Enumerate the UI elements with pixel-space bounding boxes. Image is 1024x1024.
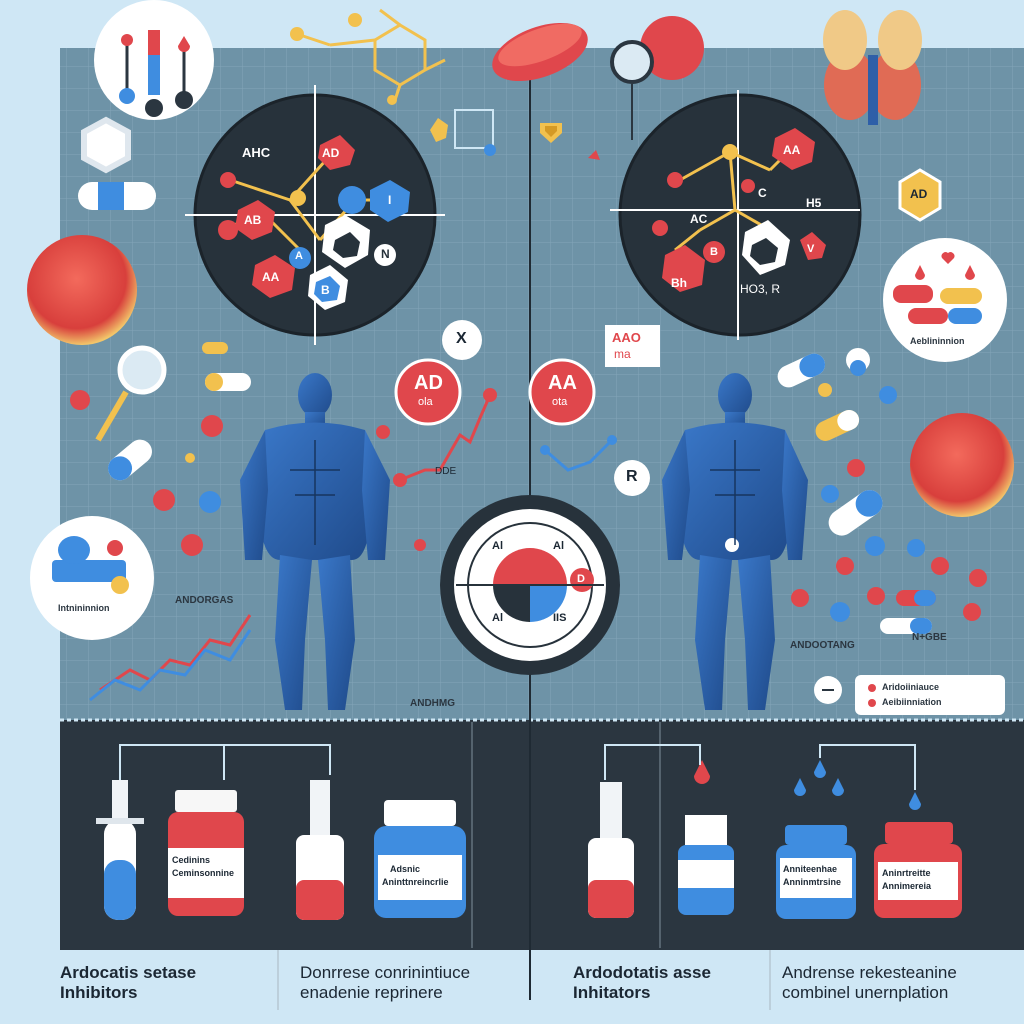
circle-label: B [321, 283, 330, 297]
circle-label: O [724, 145, 734, 159]
syringe-icon [96, 780, 144, 920]
bottle-icon [168, 790, 244, 916]
circle-label: AHC [242, 145, 271, 160]
circle-label: V [807, 243, 815, 255]
magnifier-icon [610, 16, 704, 140]
legend-line-1: Aridoiiniauce [882, 682, 940, 692]
pill-icon [70, 342, 251, 556]
right-note: R [626, 468, 638, 485]
circle-label: AA [262, 270, 280, 284]
circle-label: A [295, 250, 303, 262]
circle-label: AA [783, 143, 801, 157]
right-callout-label: Aeblininnion [910, 336, 965, 346]
circle-label: AC [690, 212, 708, 226]
right-badge-sub: ota [552, 396, 568, 408]
legend-line-2: Aeibiinniation [882, 697, 942, 707]
hexagon-icon [898, 168, 942, 222]
gauge-label: Al [492, 540, 503, 552]
droplet-icon [694, 760, 710, 784]
circle-label: AD [322, 146, 340, 160]
bottle-label: Aninrtreitte [882, 868, 931, 878]
gauge-label: IIS [553, 612, 567, 624]
caption-1-line-1: Ardocatis setase [60, 963, 197, 982]
circle-label: I [388, 193, 392, 207]
circle-label: N [381, 247, 390, 261]
syringe-icon [296, 780, 344, 920]
right-callout [883, 238, 1007, 362]
gauge-label: Al [553, 540, 564, 552]
left-molecule-circle [185, 85, 445, 345]
circle-label: C [758, 186, 767, 200]
capsule-icon [78, 182, 156, 210]
left-badge-main: AD [414, 372, 443, 394]
left-note: X [456, 330, 467, 347]
pill-icon [492, 22, 588, 82]
syringe-icon [588, 782, 634, 918]
circle-label: B [710, 246, 718, 258]
gauge-icon [440, 495, 620, 675]
legend-box [855, 675, 1005, 715]
blood-cell-icon [27, 235, 137, 345]
circle-label: HO3, R [740, 282, 781, 296]
caption-1-line-2: Inhibitors [60, 983, 138, 1002]
circle-label: AB [244, 213, 262, 227]
chevron-icon [540, 123, 562, 143]
right-badge-main: AA [548, 372, 577, 394]
bottle-label: Cedinins [172, 855, 211, 865]
gauge-label: D [577, 573, 585, 585]
test-tube-icon [94, 0, 214, 120]
circle-label: H5 [806, 196, 822, 210]
left-badge-sub: ola [418, 396, 433, 408]
circle-label: Bh [671, 276, 687, 290]
left-callout [30, 516, 154, 640]
chart-label: DDE [435, 466, 457, 477]
bottle-icon [374, 800, 466, 918]
caption-3-line-2: Inhitators [573, 983, 651, 1002]
right-side-label-2: N+GBE [912, 632, 947, 643]
right-aa-badge [528, 358, 596, 426]
bottle-icon [678, 815, 734, 915]
left-callout-label: Intnininnion [58, 603, 110, 613]
bottle-icon [776, 825, 856, 919]
left-ad-badge [394, 358, 462, 426]
droplet-icon [794, 760, 921, 810]
bottle-label: Annimereia [882, 881, 932, 891]
bottle-label: Ceminsonnine [172, 868, 235, 878]
right-side-label: ANDOOTANG [790, 640, 855, 651]
left-bottom-label: ANDHMG [410, 698, 455, 709]
right-tag-line1: AAO [612, 330, 641, 345]
caption-4-line-2: combinel unernplation [782, 983, 949, 1002]
caption-2-line-2: enadenie reprinere [300, 983, 443, 1002]
hexagon-icon [81, 116, 131, 174]
trend-line [399, 394, 492, 482]
hexagon-badge-label: AD [910, 187, 928, 201]
brain-icon [823, 10, 922, 125]
bottle-label: Adsnic [390, 864, 421, 874]
bottle-icon [874, 822, 962, 918]
bottle-label: Anninmtrsine [783, 877, 842, 887]
left-side-label: ANDORGAS [175, 595, 234, 606]
caption-3-line-1: Ardodotatis asse [573, 963, 711, 982]
molecule-icon [299, 8, 446, 101]
pill-icon [777, 348, 987, 634]
bottle-label: Aninttnreincrlie [382, 877, 449, 887]
right-molecule-circle [610, 90, 862, 340]
caption-2-line-1: Donrrese conrinintiuce [300, 963, 471, 982]
gauge-label: Al [492, 612, 503, 624]
right-tag-line2: ma [614, 347, 631, 361]
blood-cell-icon [910, 413, 1014, 517]
caption-4-line-1: Andrense rekesteanine [782, 963, 957, 982]
left-body-figure [240, 373, 390, 710]
bottle-label: Anniteenhae [783, 864, 838, 874]
